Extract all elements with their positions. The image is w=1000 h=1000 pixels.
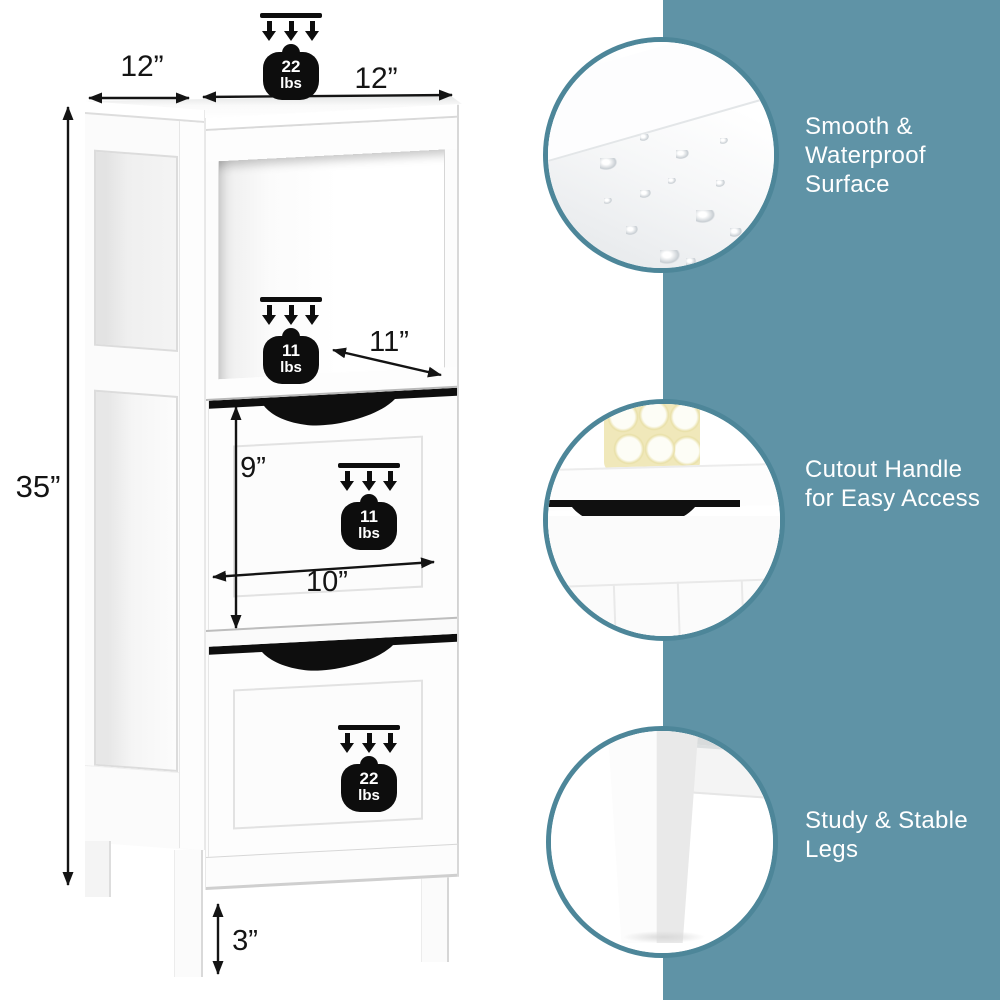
down-arrow-icon — [361, 733, 377, 754]
dimension-drawer-width: 10” — [306, 566, 348, 598]
cutout-handle-photo-circle — [543, 399, 785, 641]
upper-drawer-cutout-handle — [209, 387, 457, 426]
feature-label-handle: Cutout Handle for Easy Access — [805, 456, 981, 512]
dimension-top-width: 12” — [354, 62, 398, 95]
weight-icon: 22 lbs — [341, 756, 397, 812]
feature-label-waterproof: Smooth & Waterproof Surface — [805, 113, 926, 198]
down-arrow-icon — [283, 305, 299, 326]
cabinet-leg-image — [607, 731, 699, 943]
down-arrow-icon — [361, 471, 377, 492]
load-rating-upper-drawer: 11 lbs — [338, 463, 400, 550]
feature-label-legs: Study & Stable Legs — [805, 807, 968, 863]
upper-drawer — [208, 387, 458, 630]
cabinet-front-face — [205, 104, 459, 891]
cabinet-leg-back-left — [85, 841, 111, 897]
load-rating-open-shelf: 11 lbs — [260, 297, 322, 384]
dimension-top-depth: 12” — [120, 50, 164, 83]
weight-icon: 11 lbs — [341, 494, 397, 550]
beadboard-tile-lines — [560, 578, 780, 636]
weight-icon: 22 lbs — [263, 44, 319, 100]
down-arrow-icon — [262, 21, 277, 42]
load-bar — [338, 725, 400, 730]
dimension-leg-height: 3” — [232, 925, 258, 957]
lower-drawer-cutout-handle — [209, 633, 457, 671]
down-arrow-icon — [340, 733, 355, 754]
weight-icon: 11 lbs — [263, 328, 319, 384]
dimension-drawer-height: 9” — [240, 452, 266, 484]
load-bar — [260, 13, 322, 18]
down-arrow-icon — [340, 471, 355, 492]
water-droplets-icon — [548, 42, 774, 268]
waterproof-surface-photo-circle — [543, 37, 779, 273]
towel-rolls-image — [604, 404, 700, 472]
side-upper-inset-panel — [94, 149, 178, 352]
dimension-shelf-depth: 11” — [369, 326, 409, 358]
load-rating-lower-drawer: 22 lbs — [338, 725, 400, 812]
down-arrow-icon — [305, 21, 320, 42]
down-arrow-icon — [383, 733, 398, 754]
side-lower-inset-panel — [94, 389, 178, 772]
load-bar — [338, 463, 400, 468]
cabinet-side-panel — [85, 101, 205, 851]
cabinet-leg-front-left — [174, 850, 203, 977]
lower-drawer — [208, 633, 458, 857]
down-arrow-icon — [262, 305, 277, 326]
load-rating-top-surface: 22 lbs — [260, 13, 322, 100]
down-arrow-icon — [305, 305, 320, 326]
down-arrow-icon — [283, 21, 299, 42]
load-bar — [260, 297, 322, 302]
dimension-overall-height: 35” — [15, 469, 61, 504]
stable-legs-photo-circle — [546, 726, 778, 958]
down-arrow-icon — [383, 471, 398, 492]
